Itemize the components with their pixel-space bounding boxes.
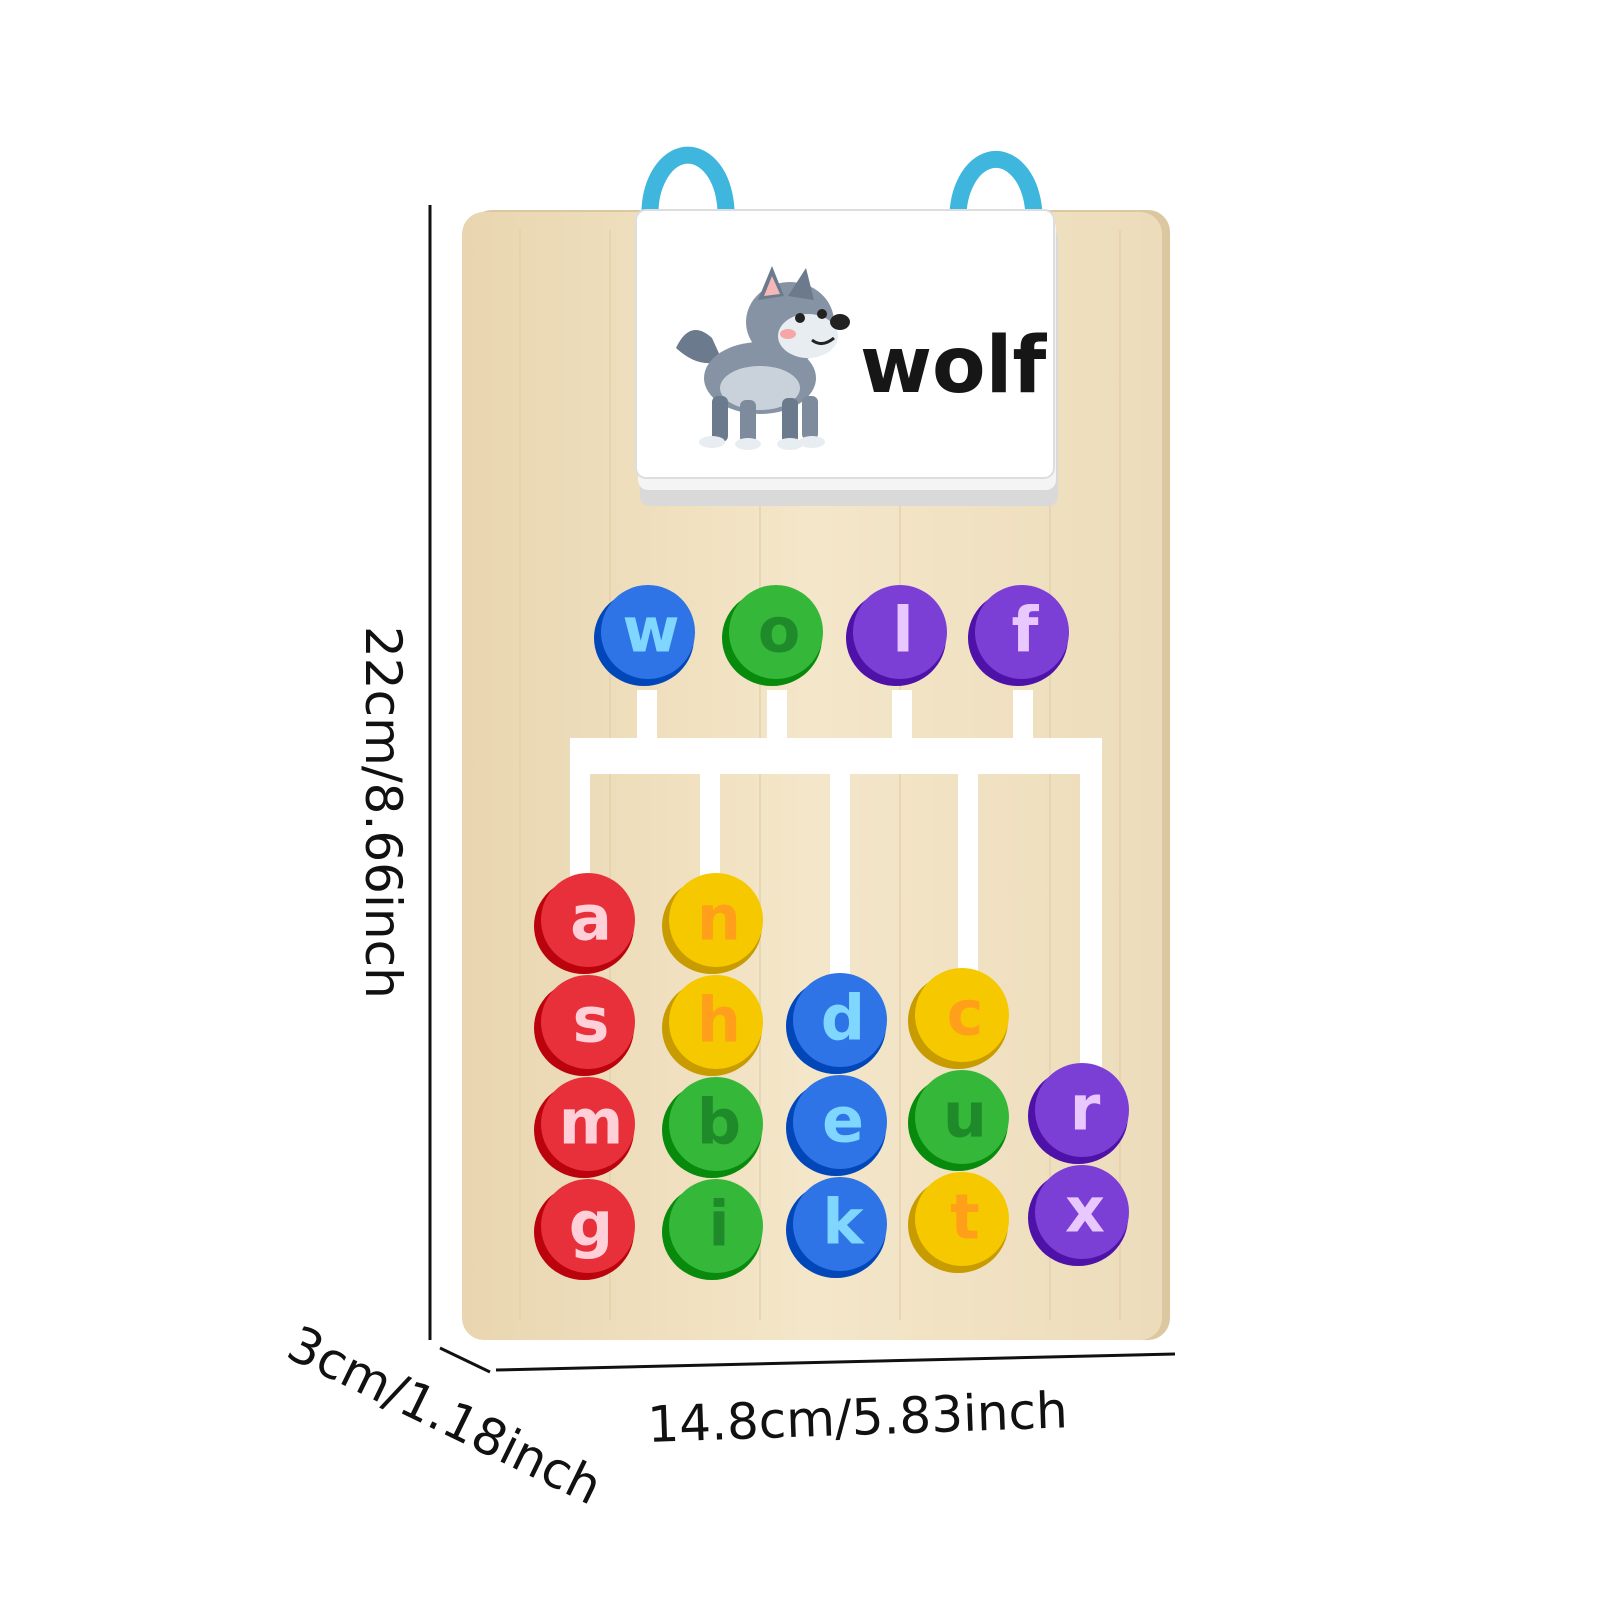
bead-face [1035, 1165, 1129, 1259]
bead-letter: i [708, 1188, 729, 1261]
bead-face [541, 873, 635, 967]
bead-letter: b [697, 1086, 741, 1159]
bead-letter: r [1070, 1072, 1101, 1145]
bead-letter: o [758, 594, 801, 667]
bead-face [669, 975, 763, 1069]
bead-face [669, 1077, 763, 1171]
bead-face [915, 968, 1009, 1062]
depth-dimension-label: 3cm/1.18inch [279, 1315, 611, 1517]
bead-face [853, 585, 947, 679]
letter-bead-n[interactable]: n [662, 873, 763, 974]
bead-face [793, 1177, 887, 1271]
bead-face [793, 1075, 887, 1169]
letter-bead-o[interactable]: o [722, 585, 823, 686]
bead-letter: w [622, 594, 679, 667]
letter-bead-i[interactable]: i [662, 1179, 763, 1280]
letter-bead-s[interactable]: s [534, 975, 635, 1076]
height-dimension-label: 22cm/8.66inch [354, 626, 412, 999]
bead-face [669, 873, 763, 967]
bead-face [793, 973, 887, 1067]
wolf-illustration [676, 266, 850, 450]
letter-bead-a[interactable]: a [534, 873, 635, 974]
bead-letter: k [822, 1186, 865, 1259]
bead-face [541, 1179, 635, 1273]
bead-letter: a [570, 882, 612, 955]
bead-letter: g [569, 1188, 613, 1261]
bead-face [601, 585, 695, 679]
bead-letter: e [822, 1084, 864, 1157]
bead-letter: c [947, 977, 984, 1050]
letter-bead-g[interactable]: g [534, 1179, 635, 1280]
bead-letter: d [821, 982, 865, 1055]
bead-letter: s [573, 984, 610, 1057]
bead-face [669, 1179, 763, 1273]
flash-card[interactable]: wolf [635, 209, 1058, 506]
bead-face [975, 585, 1069, 679]
bead-letter: u [943, 1079, 987, 1152]
card-word: wolf [860, 321, 1047, 411]
letter-bead-l[interactable]: l [846, 585, 947, 686]
letter-bead-f[interactable]: f [968, 585, 1069, 686]
bead-letter: f [1012, 594, 1040, 667]
letter-bead-c[interactable]: c [908, 968, 1009, 1069]
letter-bead-x[interactable]: x [1028, 1165, 1129, 1266]
letter-bead-m[interactable]: m [534, 1077, 635, 1178]
bead-letter: n [697, 882, 741, 955]
letter-bead-h[interactable]: h [662, 975, 763, 1076]
letter-bead-w[interactable]: w [594, 585, 695, 686]
bead-face [541, 1077, 635, 1171]
bead-face [915, 1172, 1009, 1266]
bead-face [915, 1070, 1009, 1164]
width-dimension-label: 14.8cm/5.83inch [646, 1381, 1068, 1454]
dimension-lines [428, 205, 1176, 1374]
bead-letter: m [559, 1086, 624, 1159]
letter-bead-u[interactable]: u [908, 1070, 1009, 1171]
bead-letter: t [950, 1181, 980, 1254]
bead-letter: x [1065, 1174, 1105, 1247]
letter-bead-r[interactable]: r [1028, 1063, 1129, 1164]
letter-bead-b[interactable]: b [662, 1077, 763, 1178]
slot-track [570, 690, 1102, 1088]
bead-face [1035, 1063, 1129, 1157]
letter-bead-k[interactable]: k [786, 1177, 887, 1278]
bead-face [729, 585, 823, 679]
bead-letter: l [892, 594, 913, 667]
bead-letter: h [697, 984, 741, 1057]
letter-bead-d[interactable]: d [786, 973, 887, 1074]
letter-bead-e[interactable]: e [786, 1075, 887, 1176]
bead-face [541, 975, 635, 1069]
letter-bead-t[interactable]: t [908, 1172, 1009, 1273]
